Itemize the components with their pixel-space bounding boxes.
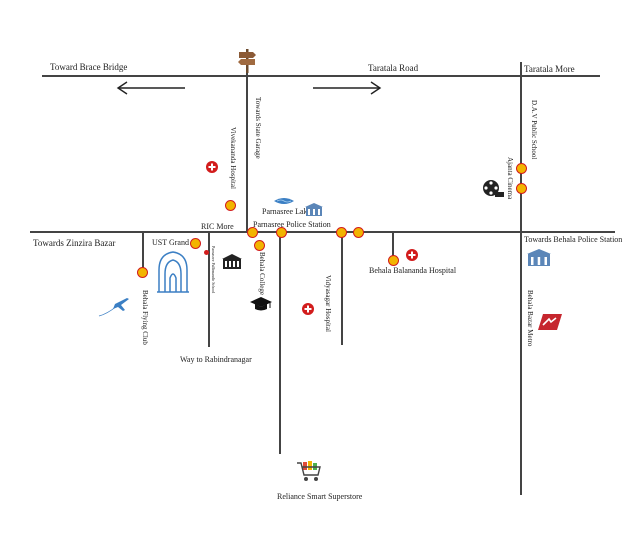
shopping-cart-icon <box>297 461 321 481</box>
building-logo-icon <box>157 251 189 293</box>
lake-icon <box>274 198 294 204</box>
label-balananda: Behala Balananda Hospital <box>369 266 457 275</box>
label-vivekananda: Vivekananda Hospital <box>229 127 237 189</box>
label-behala-college: Behala College <box>258 252 266 295</box>
marker-ajanta[interactable] <box>515 182 527 194</box>
label-ajanta: Ajanta Cinema <box>506 157 514 200</box>
marker-parnasree-police[interactable] <box>275 226 287 238</box>
balananda-road <box>392 232 394 260</box>
label-dav-school: D.A.V Public School <box>530 100 538 160</box>
rabindranagar-road <box>208 232 210 347</box>
label-metro: Behala Bazar Metro <box>526 290 534 347</box>
metro-icon <box>538 314 562 330</box>
graduation-cap-icon <box>250 297 272 311</box>
flying-club-road <box>142 232 144 272</box>
label-taratala-more: Taratala More <box>524 64 575 74</box>
marker-road-1[interactable] <box>335 226 347 238</box>
label-ric-more: RIC More <box>201 222 234 231</box>
label-rabindranagar: Way to Rabindranagar <box>180 355 252 364</box>
label-reliance: Reliance Smart Superstore <box>277 492 363 501</box>
reliance-road <box>279 232 281 454</box>
marker-ust-grand[interactable] <box>189 237 201 249</box>
police-building-icon <box>527 249 551 266</box>
state-garage-road <box>246 70 248 232</box>
marker-behala-college[interactable] <box>253 239 265 251</box>
marker-vivekananda[interactable] <box>224 199 236 211</box>
label-taratala-road: Taratala Road <box>368 63 419 73</box>
marker-ric-more[interactable] <box>246 226 258 238</box>
label-state-garage: Towards State Garage <box>254 97 262 159</box>
hospital-cross-icon <box>302 303 314 315</box>
school-building-icon <box>222 254 242 269</box>
vidyasagar-road <box>341 232 343 345</box>
label-vidyasagar: Vidyasagar Hospital <box>324 275 332 332</box>
label-parnasree-school: Parnasree Pallimandir School <box>211 246 216 294</box>
arrow-right-icon <box>313 81 382 95</box>
police-building-icon <box>305 203 323 216</box>
marker-flying-club[interactable] <box>136 266 148 278</box>
film-reel-icon <box>483 180 504 197</box>
arrow-left-icon <box>116 81 185 95</box>
label-brace-bridge: Toward Brace Bridge <box>50 62 128 72</box>
label-flying-club: Behala Flying Club <box>141 290 149 345</box>
hospital-cross-icon <box>406 249 418 261</box>
taratala-more-road <box>520 62 522 495</box>
marker-dav-school[interactable] <box>515 162 527 174</box>
taratala-road <box>42 75 600 77</box>
signpost-icon <box>238 49 256 73</box>
label-parnasree-lake: Parnasree Lake <box>262 207 312 216</box>
hospital-cross-icon <box>206 161 218 173</box>
label-ust-grand: UST Grand <box>152 238 189 247</box>
main-road <box>30 231 615 233</box>
marker-road-2[interactable] <box>352 226 364 238</box>
marker-parnasree-school[interactable] <box>203 249 209 255</box>
marker-balananda[interactable] <box>387 254 399 266</box>
label-zinzira: Towards Zinzira Bazar <box>33 238 116 248</box>
label-behala-police: Towards Behala Police Station <box>524 235 623 244</box>
label-parnasree-police: Parnasree Police Station <box>253 220 331 229</box>
airplane-icon <box>98 298 129 317</box>
